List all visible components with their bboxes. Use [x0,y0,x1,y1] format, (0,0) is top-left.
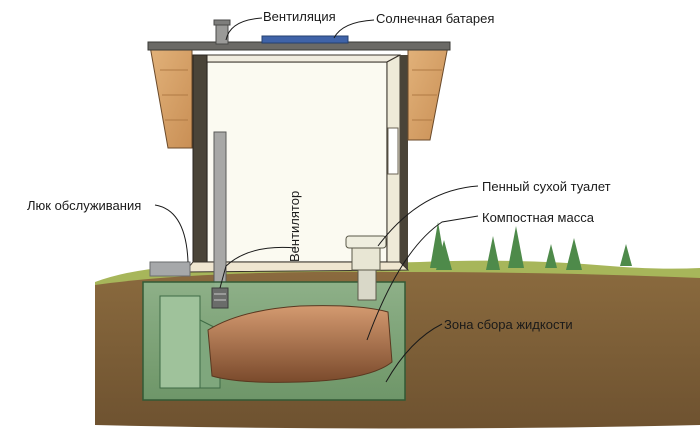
compost-pile [207,305,393,383]
leader-service-hatch [154,204,189,263]
service-hatch [149,261,191,277]
leader-fan [219,246,297,289]
vent-pipe [213,131,227,293]
leader-lines [154,17,479,383]
label-ventilation: Вентиляция [263,9,336,24]
leader-solar [333,19,375,39]
tree-group [430,222,632,270]
solar-panel [261,35,349,44]
leader-foam-toilet [377,185,479,247]
label-service-hatch: Люк обслуживания [27,198,142,213]
leader-compost [366,215,479,341]
leader-ventilation [225,17,263,41]
label-solar-panel: Солнечная батарея [376,11,495,26]
foam-toilet [345,235,387,301]
vent-chimney [213,19,231,45]
leader-liquid [385,323,443,383]
fan [211,287,229,309]
house [183,54,410,273]
label-fan: Вентилятор [287,190,302,262]
roof [147,41,451,149]
label-compost-mass: Компостная масса [482,210,594,225]
label-liquid-zone: Зона сбора жидкости [444,317,573,332]
label-foam-toilet: Пенный сухой туалет [482,179,611,194]
